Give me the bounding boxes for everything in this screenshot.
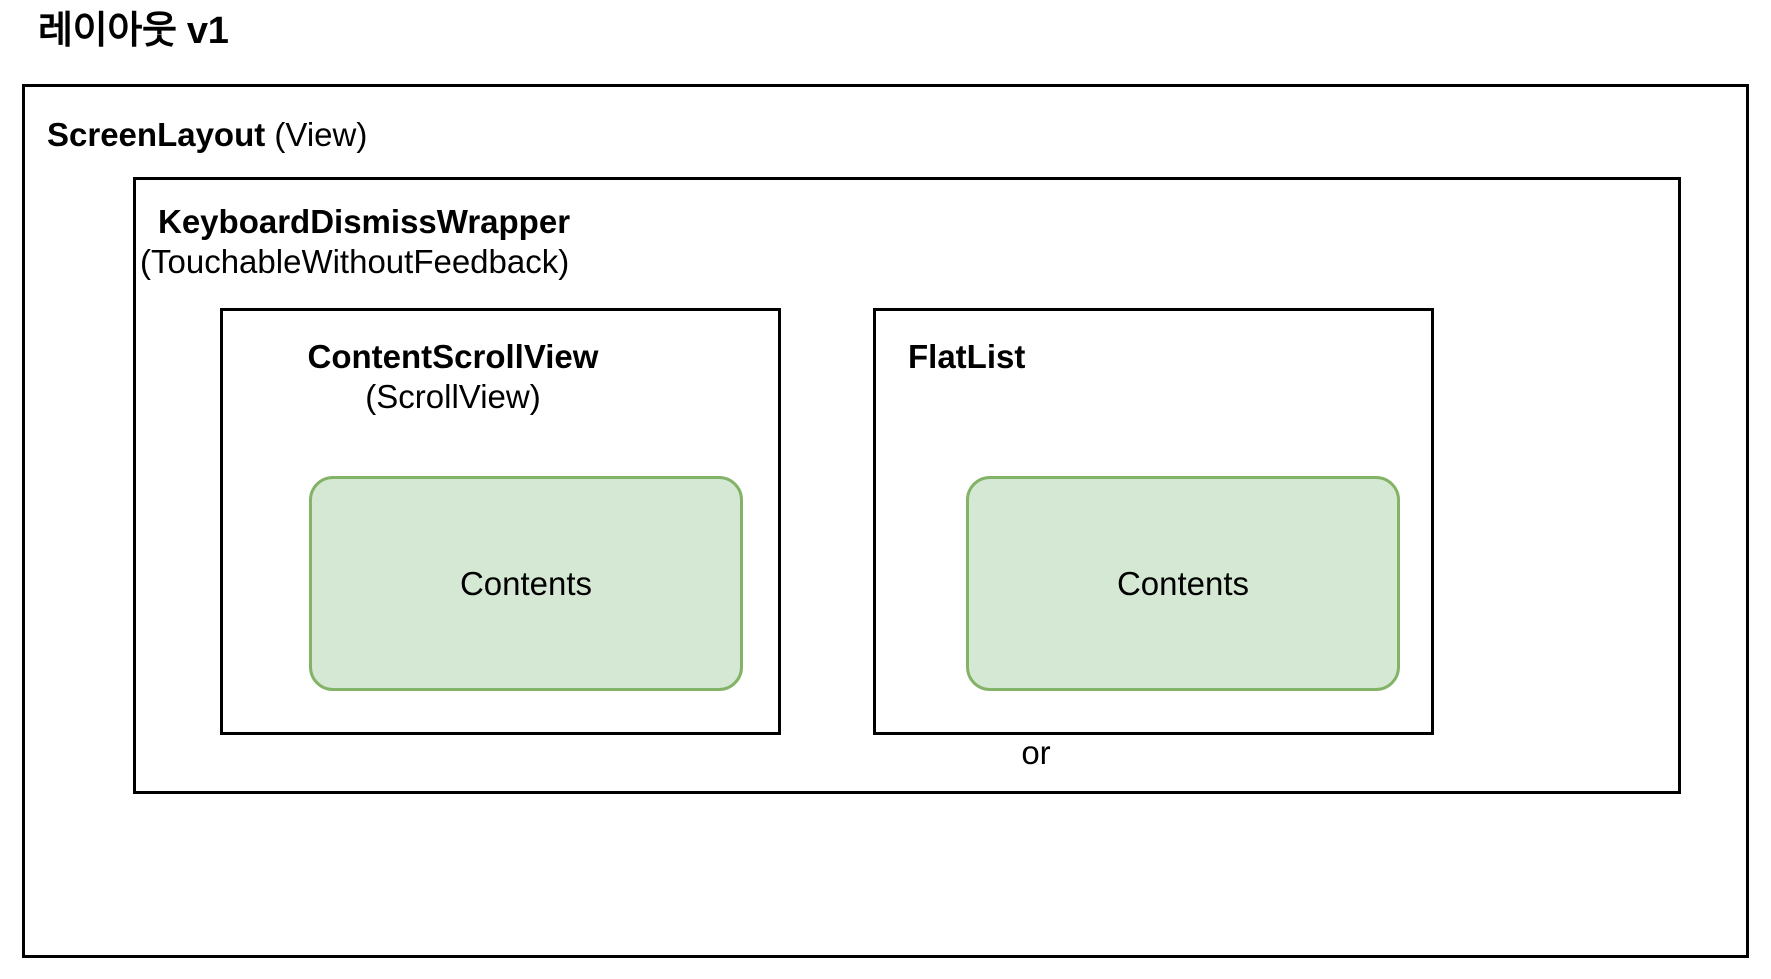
node-content-scroll-view-label: ContentScrollView (ScrollView) — [253, 337, 653, 418]
node-content-scroll-view: ContentScrollView (ScrollView) Contents — [220, 308, 781, 735]
node-flat-list-name: FlatList — [908, 338, 1026, 375]
node-keyboard-dismiss-wrapper-label: KeyboardDismissWrapper (TouchableWithout… — [140, 202, 571, 283]
connector-or-label: or — [1021, 734, 1051, 771]
node-contents-right-label: Contents — [1116, 564, 1250, 602]
node-contents-left: Contents — [309, 476, 743, 691]
node-content-scroll-view-type: (ScrollView) — [365, 378, 541, 416]
node-keyboard-dismiss-wrapper-name: KeyboardDismissWrapper — [158, 203, 571, 240]
node-content-scroll-view-name: ContentScrollView — [307, 338, 599, 375]
node-screen-layout: ScreenLayout (View) KeyboardDismissWrapp… — [22, 84, 1749, 958]
node-screen-layout-type: (View) — [265, 116, 368, 153]
node-flat-list: FlatList Contents — [873, 308, 1434, 735]
node-flat-list-label: FlatList — [908, 337, 1025, 377]
node-contents-left-label: Contents — [459, 564, 593, 602]
node-keyboard-dismiss-wrapper-type: (TouchableWithoutFeedback) — [140, 243, 570, 281]
diagram-title: 레이아웃 v1 — [38, 10, 229, 52]
node-screen-layout-label: ScreenLayout (View) — [47, 115, 367, 155]
node-keyboard-dismiss-wrapper: KeyboardDismissWrapper (TouchableWithout… — [133, 177, 1681, 794]
node-screen-layout-name: ScreenLayout — [47, 116, 266, 153]
node-contents-right: Contents — [966, 476, 1400, 691]
